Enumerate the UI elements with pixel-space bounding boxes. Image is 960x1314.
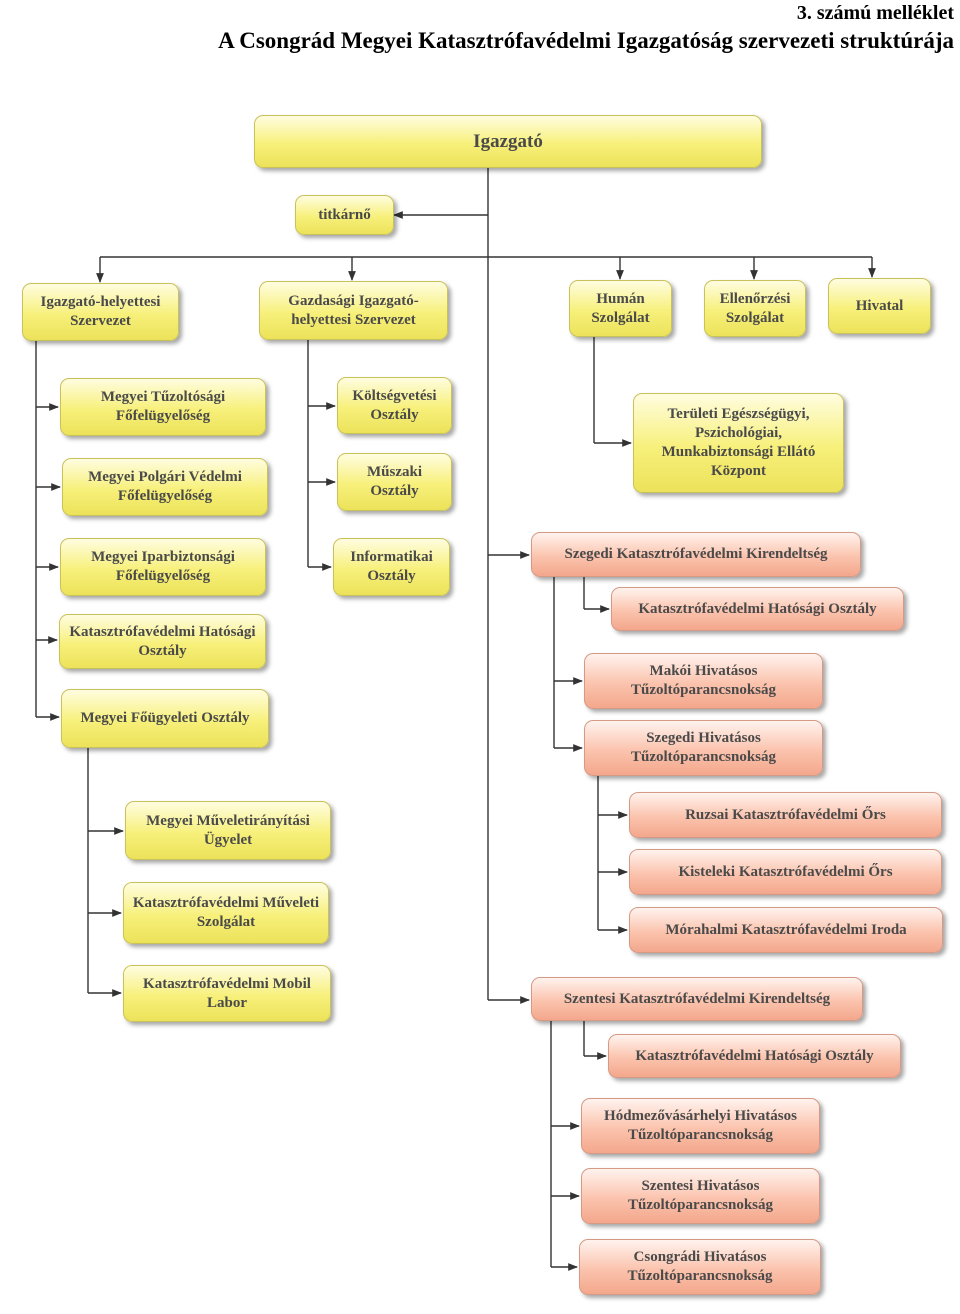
node-mobile-lab: Katasztrófavédelmi Mobil Labor <box>123 965 331 1022</box>
node-director: Igazgató <box>254 115 762 168</box>
node-secretary: titkárnő <box>295 195 394 235</box>
node-budget-department: Költségvetési Osztály <box>337 377 452 434</box>
node-operations-service: Katasztrófavédelmi Műveleti Szolgálat <box>123 882 329 944</box>
node-kistelek-station: Kisteleki Katasztrófavédelmi Őrs <box>629 849 942 895</box>
node-fire-supervision: Megyei Tűzoltósági Főfelügyelőség <box>60 378 266 436</box>
node-szentes-authority-department: Katasztrófavédelmi Hatósági Osztály <box>608 1034 901 1078</box>
node-health-center: Területi Egészségügyi, Pszichológiai, Mu… <box>633 393 844 493</box>
node-economic-deputy-organization: Gazdasági Igazgató-helyettesi Szervezet <box>259 281 448 340</box>
node-szeged-authority-department: Katasztrófavédelmi Hatósági Osztály <box>611 587 904 631</box>
node-mako-fire-command: Makói Hivatásos Tűzoltóparancsnokság <box>584 653 823 709</box>
node-deputy-organization: Igazgató-helyettesi Szervezet <box>22 283 179 341</box>
node-it-department: Informatikai Osztály <box>333 538 450 596</box>
page-title: A Csongrád Megyei Katasztrófavédelmi Iga… <box>218 28 954 53</box>
node-control-service: Ellenőrzési Szolgálat <box>704 280 806 337</box>
node-morahalom-office: Mórahalmi Katasztrófavédelmi Iroda <box>629 907 943 953</box>
node-ruzsa-station: Ruzsai Katasztrófavédelmi Őrs <box>629 792 942 838</box>
node-hr-service: Humán Szolgálat <box>569 280 672 337</box>
node-office: Hivatal <box>828 278 931 334</box>
node-technical-department: Műszaki Osztály <box>337 453 452 511</box>
node-csongrad-fire-command: Csongrádi Hivatásos Tűzoltóparancsnokság <box>579 1239 821 1295</box>
node-szentes-fire-command: Szentesi Hivatásos Tűzoltóparancsnokság <box>581 1168 820 1224</box>
node-main-duty-department: Megyei Főügyeleti Osztály <box>61 689 269 748</box>
node-authority-department: Katasztrófavédelmi Hatósági Osztály <box>59 614 266 669</box>
annex-label: 3. számú melléklet <box>796 2 954 24</box>
node-civil-protection-supervision: Megyei Polgári Védelmi Főfelügyelőség <box>62 458 268 516</box>
node-szeged-regional-office: Szegedi Katasztrófavédelmi Kirendeltség <box>531 532 861 577</box>
node-operations-control-duty: Megyei Műveletirányítási Ügyelet <box>125 801 331 860</box>
node-szentes-regional-office: Szentesi Katasztrófavédelmi Kirendeltség <box>531 977 863 1021</box>
node-hodmezovasarhely-fire-command: Hódmezővásárhelyi Hivatásos Tűzoltóparan… <box>581 1098 820 1154</box>
node-szeged-fire-command: Szegedi Hivatásos Tűzoltóparancsnokság <box>584 720 823 776</box>
node-industrial-safety-supervision: Megyei Iparbiztonsági Főfelügyelőség <box>60 538 266 596</box>
